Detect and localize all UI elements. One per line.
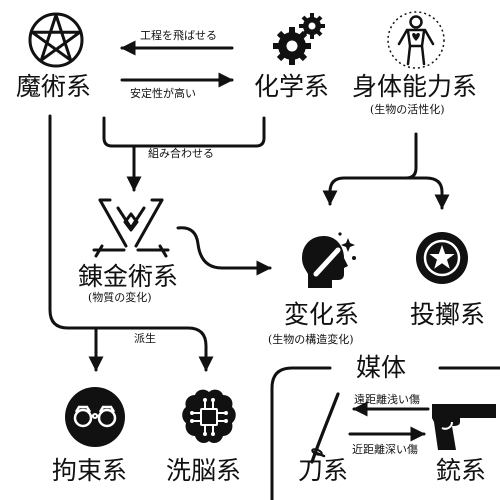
media-group-frame [270,366,332,500]
edge-derive-label: 派生 [134,332,156,345]
pistol-icon [432,404,496,450]
edge-alchemy-to-transformation [176,226,272,276]
node-alchemy-sublabel: (物質の変化) [88,291,152,304]
pentagram-icon [28,12,84,68]
node-transformation-label: 変化系 [284,300,360,329]
edge-derive-branch [48,308,214,372]
media-group-title: 媒体 [356,353,407,382]
edge-chemistry-to-magic-label: 工程を飛ばせる [140,29,217,42]
edge-gun-to-blade-label: 遠距離浅い傷 [354,393,420,406]
alchemy-symbol-icon [92,198,170,258]
node-magic-label: 魔術系 [16,72,92,101]
edge-combine-label: 組み合わせる [148,147,214,160]
node-throwing-label: 投擲系 [410,300,486,329]
handcuffs-icon [65,387,125,447]
edge-physical-split [322,132,418,206]
throwing-star-icon [416,232,468,284]
node-blade-label: 刀系 [298,456,349,485]
edge-magic-to-chemistry-label: 安定性が高い [130,87,196,100]
edge-combine-bracket [102,116,266,148]
node-alchemy-label: 錬金術系 [78,262,179,291]
head-magic-wand-icon [302,232,356,288]
node-brainwash-label: 洗脳系 [166,456,242,485]
brain-circuit-icon [182,389,236,444]
katana-icon [310,392,340,464]
node-physical-label: 身体能力系 [352,72,478,101]
gears-icon [273,13,325,65]
node-gun-label: 銃系 [436,456,487,485]
node-transformation-sublabel: (生物の構造変化) [268,333,354,346]
node-chemistry-label: 化学系 [254,72,330,101]
node-physical-sublabel: (生物の活性化) [370,103,445,116]
node-restraint-label: 拘束系 [52,456,128,485]
edge-physical-to-throwing [404,176,450,210]
human-body-icon [387,11,445,69]
edge-blade-to-gun-label: 近距離深い傷 [352,443,418,456]
